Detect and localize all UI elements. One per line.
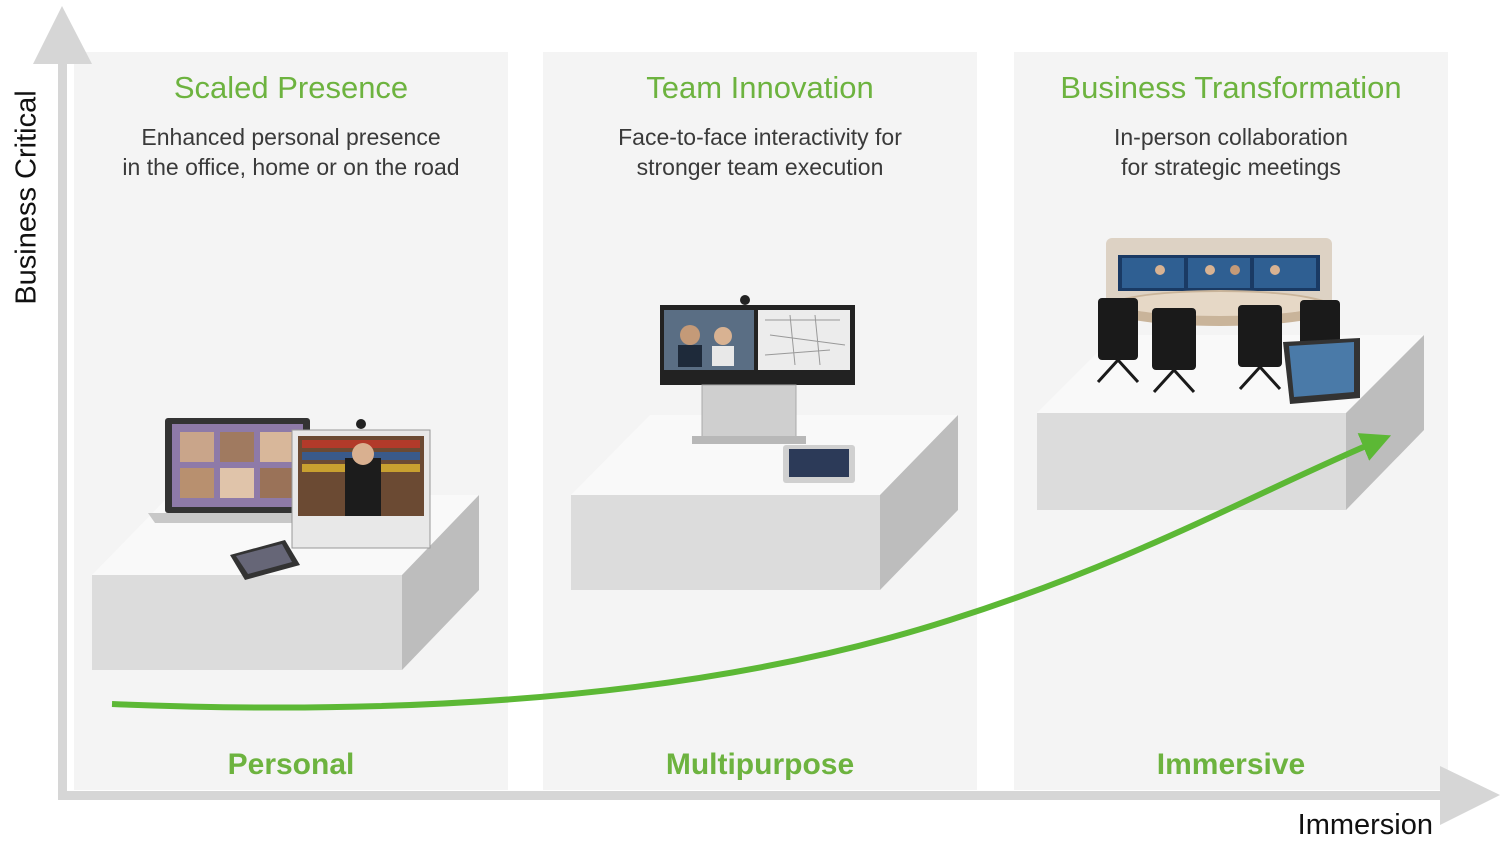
x-axis	[58, 766, 1500, 825]
column-description: In-person collaboration for strategic me…	[1014, 122, 1448, 182]
x-axis-label: Immersion	[1297, 809, 1433, 841]
pedestal-immersive	[1037, 335, 1424, 510]
y-axis	[33, 6, 92, 800]
column-level-label: Multipurpose	[665, 748, 855, 781]
description-line: Enhanced personal presence	[141, 124, 441, 150]
column-description: Face-to-face interactivity for stronger …	[543, 122, 977, 182]
description-line: in the office, home or on the road	[122, 154, 460, 180]
column-title: Team Innovation	[646, 70, 874, 105]
column-level-label: Personal	[227, 748, 355, 781]
description-line: Face-to-face interactivity for	[618, 124, 902, 150]
y-axis-label: Business Critical	[10, 90, 43, 305]
column-title: Scaled Presence	[173, 70, 409, 105]
desktop-video-unit-icon	[291, 419, 431, 549]
column-title: Business Transformation	[1060, 70, 1402, 105]
description-line: In-person collaboration	[1114, 124, 1348, 150]
description-line: stronger team execution	[636, 154, 884, 180]
touch-controller-icon	[783, 445, 855, 483]
y-axis-arrow-icon	[33, 6, 92, 64]
column-description: Enhanced personal presence in the office…	[74, 122, 508, 182]
immersive-room-icon	[1096, 238, 1360, 404]
growth-arrow-icon	[111, 433, 1392, 711]
touch-controller-icon	[230, 540, 300, 580]
pedestal-multipurpose	[571, 415, 958, 590]
column-level-label: Immersive	[1156, 748, 1306, 781]
x-axis-arrow-icon	[1440, 766, 1500, 825]
dual-screen-system-icon	[660, 295, 855, 444]
laptop-video-icon	[148, 418, 330, 523]
description-line: for strategic meetings	[1121, 154, 1341, 180]
